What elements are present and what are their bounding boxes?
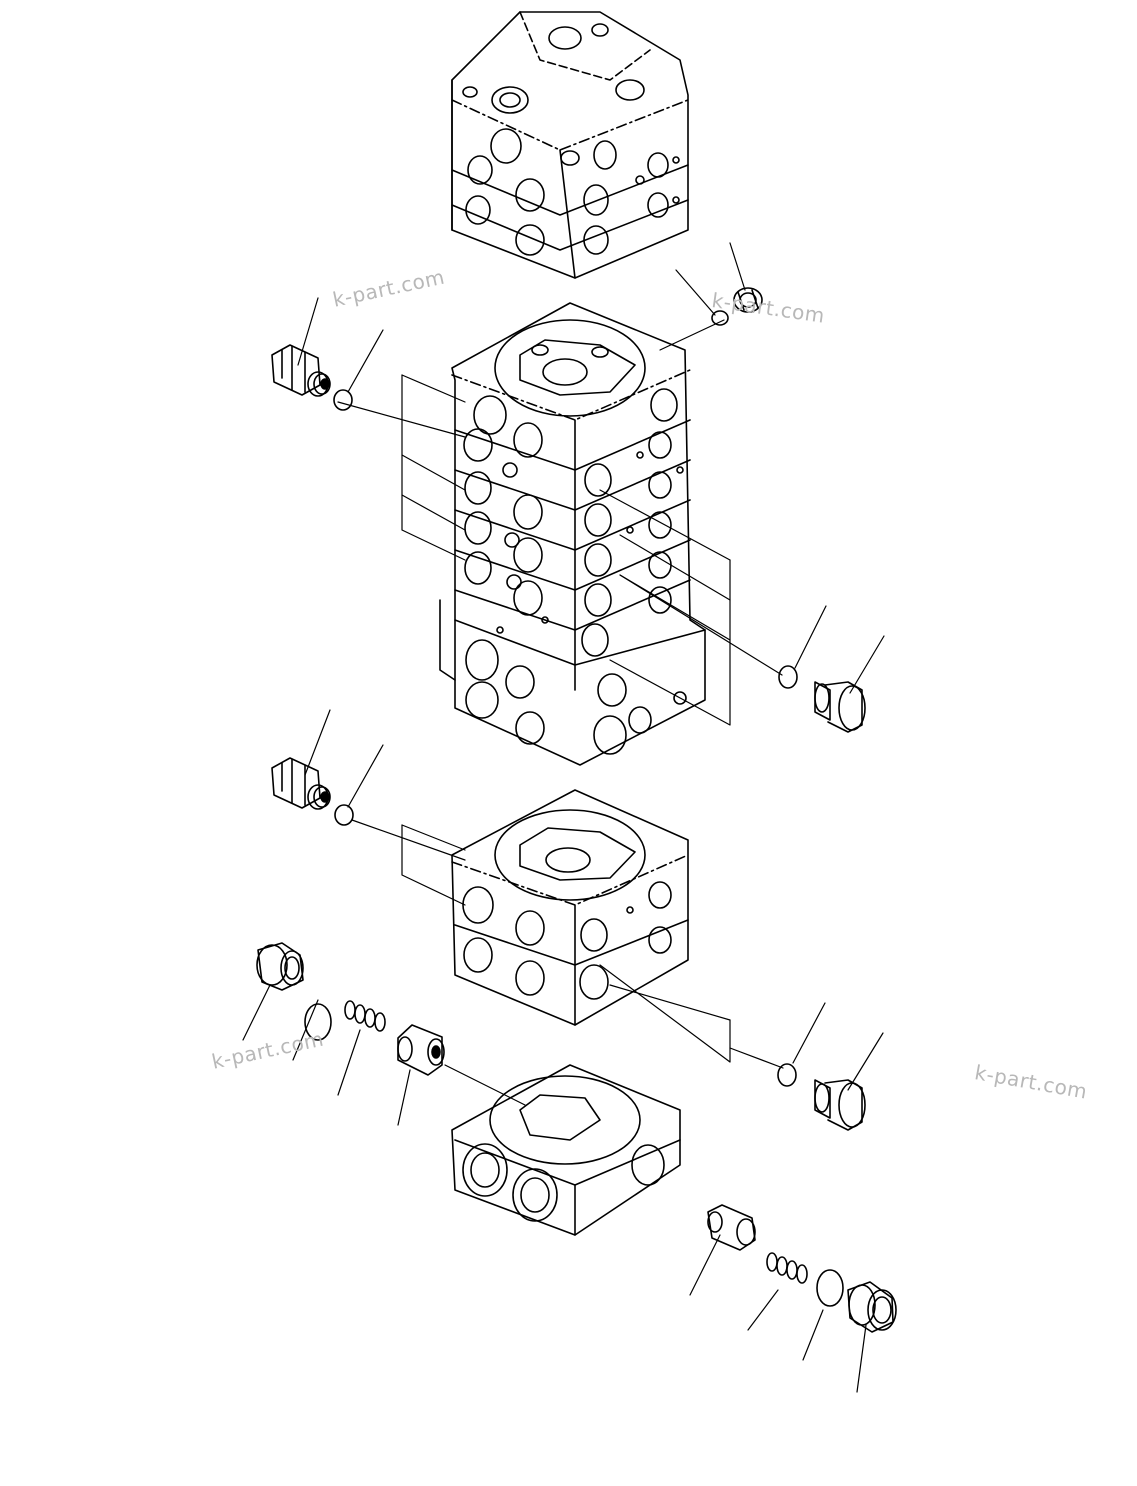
lower-valve-section	[451, 789, 689, 1026]
o-ring-upper-left	[333, 389, 353, 411]
plug-middle-right	[814, 681, 866, 733]
leader-lines	[242, 242, 885, 1393]
top-valve-section	[451, 11, 689, 279]
spring-right	[766, 1252, 808, 1284]
plug-upper-left	[271, 344, 331, 397]
o-ring-check-right	[816, 1269, 844, 1307]
o-ring-lower-left	[334, 804, 354, 826]
valve-left	[397, 1024, 445, 1076]
bottom-end-block	[451, 1064, 681, 1236]
valve-right	[707, 1204, 756, 1251]
plug-check-right	[847, 1281, 897, 1333]
plug-lower-left	[271, 757, 331, 810]
middle-valve-stack	[439, 302, 706, 766]
o-ring-check-left	[304, 1003, 332, 1041]
o-ring-top-right	[711, 310, 729, 326]
plug-lower-right	[814, 1079, 866, 1131]
plug-check-left	[256, 942, 304, 991]
plug-top-right-small	[733, 287, 763, 313]
spring-left	[344, 1000, 386, 1032]
o-ring-middle-right	[778, 665, 798, 689]
o-ring-lower-right	[777, 1063, 797, 1087]
